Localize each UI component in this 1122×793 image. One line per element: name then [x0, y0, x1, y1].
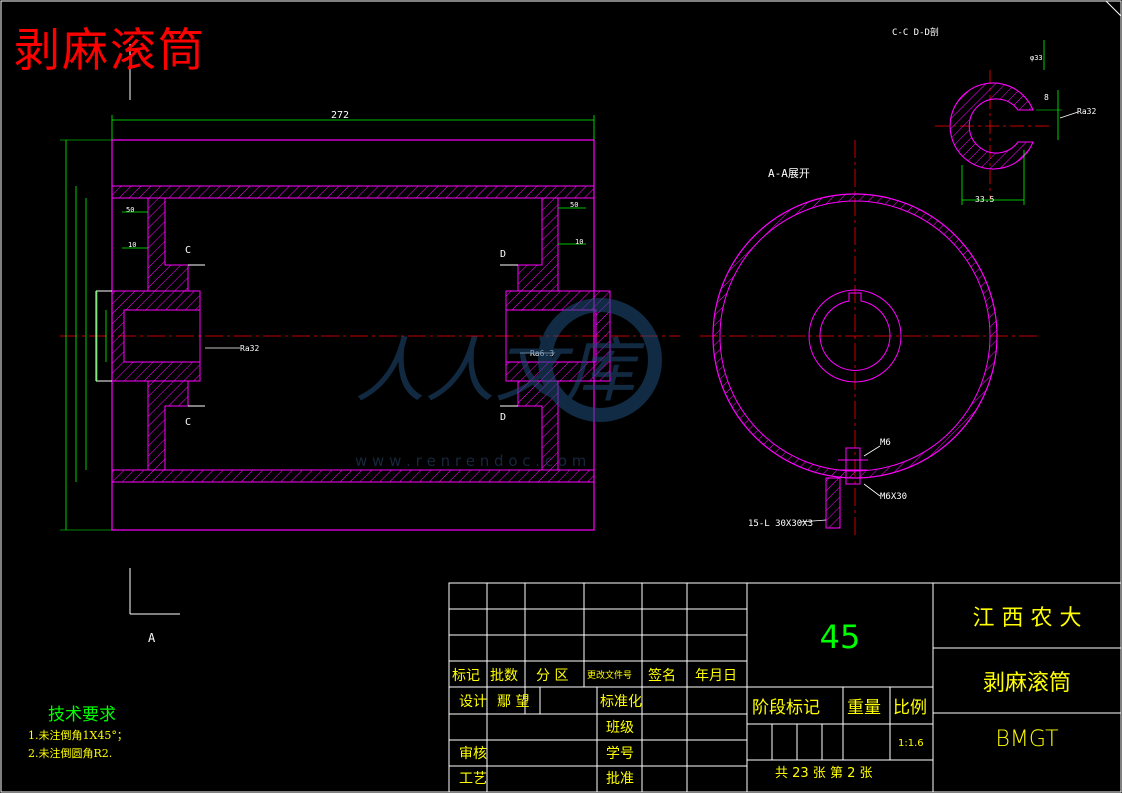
main-section-view	[60, 44, 680, 615]
ra32-left: Ra32	[240, 344, 259, 353]
tb-org: 江 西 农 大	[973, 606, 1082, 631]
corner-mark	[1105, 0, 1122, 17]
dim-left-flange: 50	[126, 206, 134, 214]
section-ccdd-label: C-C D-D剖	[892, 26, 939, 38]
section-c-top: C	[185, 245, 191, 256]
tb-class-label: 班级	[606, 720, 634, 736]
tb-stage-label: 阶段标记	[752, 698, 820, 718]
tb-header-zone: 分 区	[536, 668, 568, 684]
tb-part-name: 剥麻滚筒	[983, 671, 1071, 696]
tb-process-label: 工艺	[459, 771, 487, 787]
tb-design-label: 设计	[459, 694, 487, 710]
tb-review-label: 审核	[459, 746, 487, 762]
tb-header-mark: 标记	[452, 668, 480, 684]
aa-view	[700, 140, 1040, 535]
tech-title: 技术要求	[48, 705, 116, 725]
tb-sheets: 共 23 张 第 2 张	[775, 766, 872, 781]
tb-header-date: 年月日	[695, 668, 737, 684]
tb-material: 45	[820, 618, 861, 656]
tb-design-value: 鄢 望	[497, 694, 529, 710]
section-d-top: D	[500, 249, 506, 260]
bolt-m6-label: M6	[880, 438, 891, 448]
dim-left-10: 10	[128, 241, 136, 249]
watermark-url: w w w . r e n r e n d o c . c o m	[355, 452, 586, 470]
dim-ring-top: φ33	[1030, 54, 1043, 62]
tb-approve-label: 批准	[606, 771, 634, 787]
dim-ring-width: 33.5	[975, 195, 994, 204]
dim-length: 272	[331, 110, 349, 121]
tb-standard-label: 标准化	[600, 694, 642, 710]
ra32-ring: Ra32	[1077, 107, 1096, 116]
watermark: 人人文库 w w w . r e n r e n d o c . c o m	[355, 298, 662, 470]
dim-key: 8	[1044, 93, 1049, 102]
bolt-m6x30-label: M6X30	[880, 492, 907, 502]
tb-header-sign: 签名	[648, 667, 676, 684]
tb-scale-value: 1:1.6	[898, 738, 924, 749]
dim-right-flange: 50	[570, 201, 578, 209]
tb-header-batch: 批数	[490, 668, 518, 684]
tb-weight-label: 重量	[847, 698, 881, 718]
section-c-bottom: C	[185, 417, 191, 428]
tb-code: BMGT	[995, 727, 1058, 752]
section-aa-label: A-A展开	[768, 167, 810, 180]
watermark-text: 人人文库	[355, 330, 645, 412]
tech-requirements: 技术要求 1.未注倒角1X45°； 2.未注倒圆角R2.	[28, 700, 128, 761]
tb-scale-label: 比例	[893, 698, 927, 718]
tech-item-2: 2.未注倒圆角R2.	[28, 747, 113, 760]
angle-label: 15-L 30X30X3	[748, 519, 813, 529]
ccdd-section	[935, 40, 1079, 205]
drawing-title: 剥麻滚筒	[14, 23, 206, 77]
view-a-label: A	[148, 631, 156, 645]
section-d-bottom: D	[500, 412, 506, 423]
tb-header-change: 更改文件号	[587, 669, 632, 681]
dim-right-10: 10	[575, 238, 583, 246]
title-block	[448, 582, 1122, 793]
tb-id-label: 学号	[606, 746, 634, 762]
tech-item-1: 1.未注倒角1X45°；	[28, 729, 128, 742]
